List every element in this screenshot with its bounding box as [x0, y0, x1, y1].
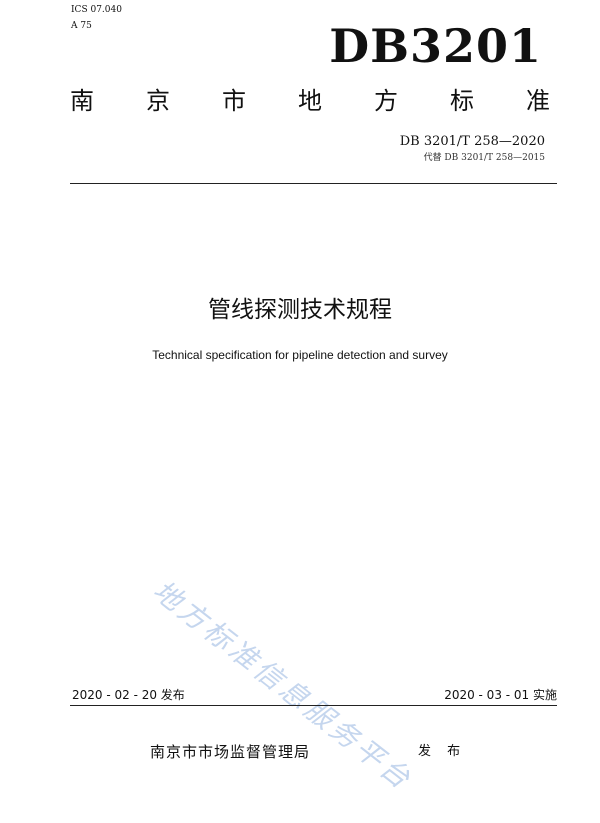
classification-code: A 75: [71, 21, 92, 31]
title-char: 市: [222, 87, 246, 115]
document-title: 管线探测技术规程: [208, 297, 392, 323]
publish-label: 发 布: [418, 744, 467, 759]
implementation-date: 2020 - 03 - 01 实施: [444, 688, 557, 702]
title-char: 地: [298, 87, 322, 115]
issuing-authority: 南京市市场监督管理局: [150, 743, 311, 761]
issue-date: 2020 - 02 - 20 发布: [72, 688, 185, 702]
standard-brand: DB3201: [329, 19, 542, 73]
header-codes: ICS 07.040 A 75: [71, 2, 122, 34]
document-english-title: Technical specification for pipeline det…: [152, 348, 448, 362]
local-standard-title: 南 京 市 地 方 标 准: [70, 84, 550, 118]
watermark: 地方标准信息服务平台: [146, 573, 420, 797]
standard-number: DB 3201/T 258—2020: [399, 134, 545, 149]
title-char: 标: [450, 87, 474, 115]
title-char: 南: [70, 87, 94, 115]
title-char: 准: [526, 87, 550, 115]
footer-divider: [70, 705, 557, 706]
ics-code: ICS 07.040: [71, 5, 122, 15]
title-char: 京: [146, 87, 170, 115]
replaces-note: 代替 DB 3201/T 258—2015: [423, 153, 545, 163]
title-char: 方: [374, 87, 398, 115]
header-divider: [70, 183, 557, 184]
